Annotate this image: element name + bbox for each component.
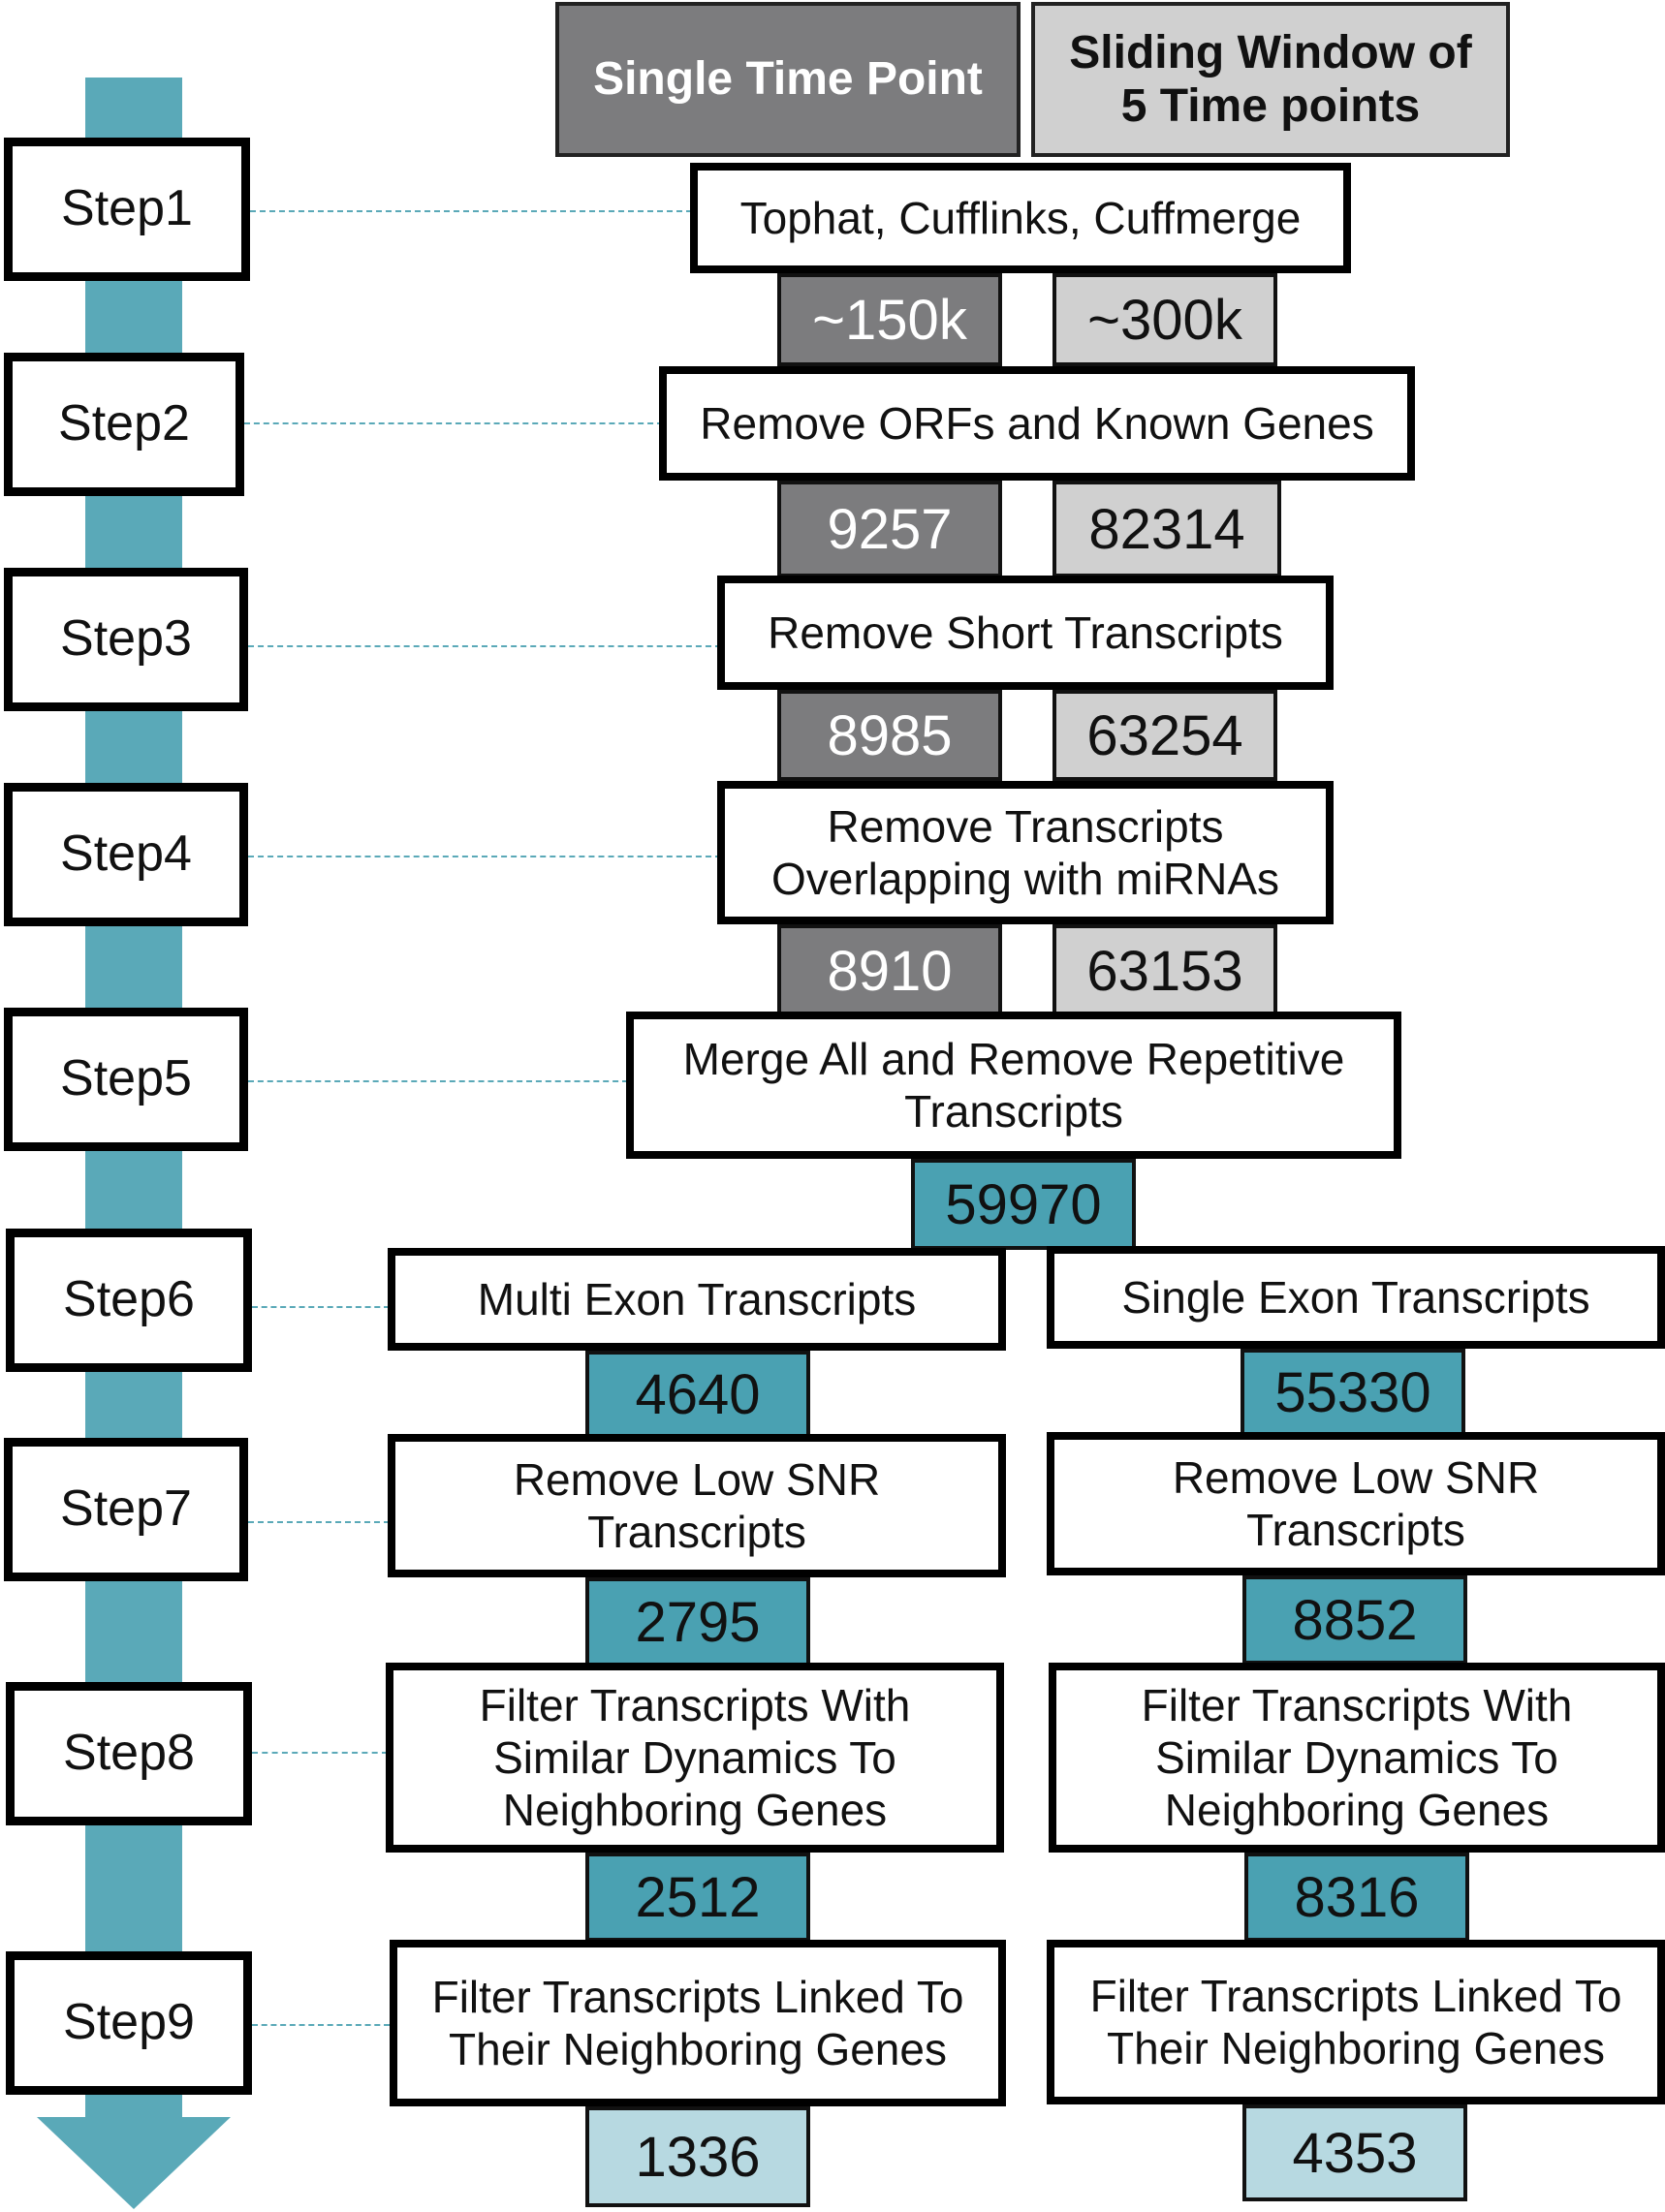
step-label-6: Step6: [6, 1229, 252, 1372]
count-step4-single: 8910: [777, 924, 1002, 1017]
header-sliding-window: Sliding Window of 5 Time points: [1031, 2, 1510, 157]
count-step7-multi-exon: 2795: [585, 1577, 810, 1667]
count-step5-merged: 59970: [911, 1159, 1136, 1250]
connector-step5: [248, 1080, 628, 1082]
process-step7-single-exon: Remove Low SNR Transcripts: [1047, 1432, 1665, 1575]
count-step1-single: ~150k: [777, 273, 1002, 366]
count-step8-multi-exon: 2512: [585, 1853, 810, 1942]
step-label-9: Step9: [6, 1951, 252, 2095]
step-label-4: Step4: [4, 783, 248, 926]
process-step9-single-exon: Filter Transcripts Linked To Their Neigh…: [1047, 1940, 1665, 2104]
process-step7-multi-exon: Remove Low SNR Transcripts: [388, 1434, 1006, 1577]
step-label-5: Step5: [4, 1008, 248, 1151]
process-step8-multi-exon: Filter Transcripts With Similar Dynamics…: [386, 1663, 1004, 1853]
process-step5: Merge All and Remove Repetitive Transcri…: [626, 1012, 1401, 1159]
header-single-time-point: Single Time Point: [555, 2, 1021, 157]
step-label-1: Step1: [4, 138, 250, 281]
step-label-3: Step3: [4, 568, 248, 711]
step-label-8: Step8: [6, 1682, 252, 1825]
process-step6-single-exon: Single Exon Transcripts: [1047, 1246, 1665, 1349]
count-step9-single-exon: 4353: [1242, 2104, 1467, 2201]
count-step6-multi-exon: 4640: [585, 1351, 810, 1438]
step-label-2: Step2: [4, 353, 244, 496]
process-step1: Tophat, Cufflinks, Cuffmerge: [690, 163, 1351, 273]
process-step8-single-exon: Filter Transcripts With Similar Dynamics…: [1049, 1663, 1665, 1853]
step-label-7: Step7: [4, 1438, 248, 1581]
count-step7-single-exon: 8852: [1242, 1575, 1467, 1665]
connector-step6: [252, 1306, 390, 1308]
count-step6-single-exon: 55330: [1241, 1349, 1465, 1436]
count-step3-sliding: 63254: [1052, 690, 1277, 781]
connector-step9: [252, 2024, 390, 2026]
process-step6-multi-exon: Multi Exon Transcripts: [388, 1248, 1006, 1351]
count-step1-sliding: ~300k: [1052, 273, 1277, 366]
count-step4-sliding: 63153: [1052, 924, 1277, 1017]
count-step8-single-exon: 8316: [1244, 1853, 1469, 1942]
connector-step2: [244, 422, 663, 424]
connector-step8: [252, 1752, 388, 1754]
count-step9-multi-exon: 1336: [585, 2106, 810, 2207]
process-step9-multi-exon: Filter Transcripts Linked To Their Neigh…: [390, 1940, 1006, 2106]
process-step4: Remove Transcripts Overlapping with miRN…: [717, 781, 1334, 924]
connector-step4: [248, 856, 721, 857]
connector-step3: [248, 645, 721, 647]
connector-step7: [248, 1521, 390, 1523]
count-step3-single: 8985: [777, 690, 1002, 781]
count-step2-sliding: 82314: [1052, 481, 1281, 577]
connector-step1: [250, 210, 692, 212]
count-step2-single: 9257: [777, 481, 1002, 577]
process-step3: Remove Short Transcripts: [717, 576, 1334, 690]
process-step2: Remove ORFs and Known Genes: [659, 366, 1415, 481]
